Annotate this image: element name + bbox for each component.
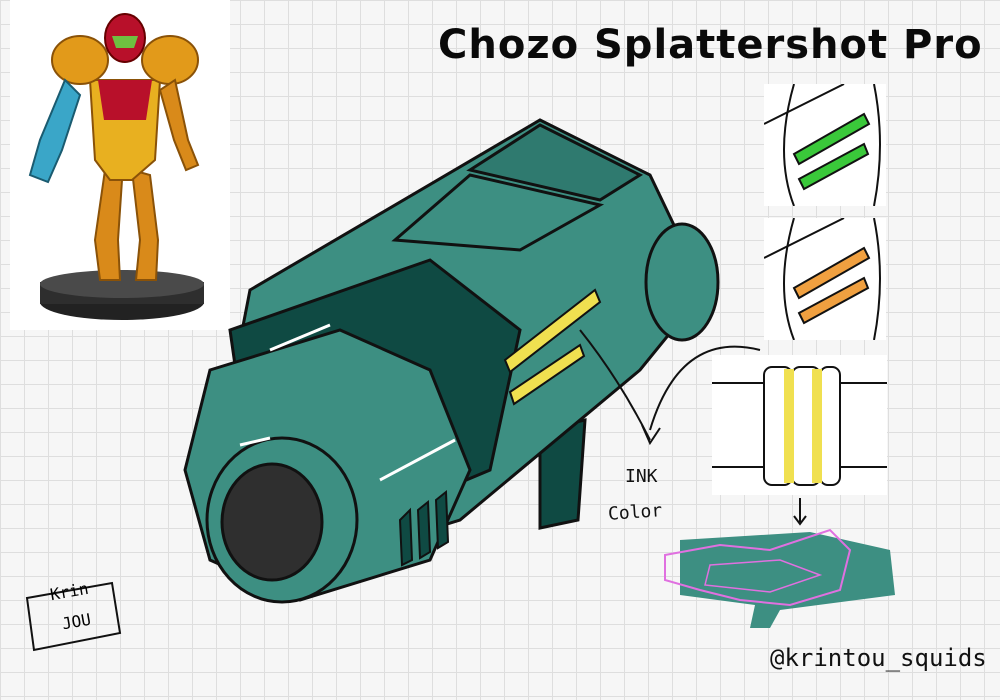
signature-frame xyxy=(25,581,122,652)
green-ink-detail-panel xyxy=(764,84,886,206)
color-annotation: Color xyxy=(607,500,663,525)
down-arrow-icon xyxy=(793,498,807,526)
orange-ink-detail-panel xyxy=(764,218,886,340)
ink-annotation: INK xyxy=(625,466,658,487)
yellow-ink-ring-detail-panel xyxy=(712,355,887,495)
samus-amiibo-figure xyxy=(10,0,230,330)
page-title: Chozo Splattershot Pro xyxy=(438,22,983,68)
artist-handle: @krintou_squids xyxy=(770,644,987,672)
gun-silhouette-overlay xyxy=(664,528,895,628)
